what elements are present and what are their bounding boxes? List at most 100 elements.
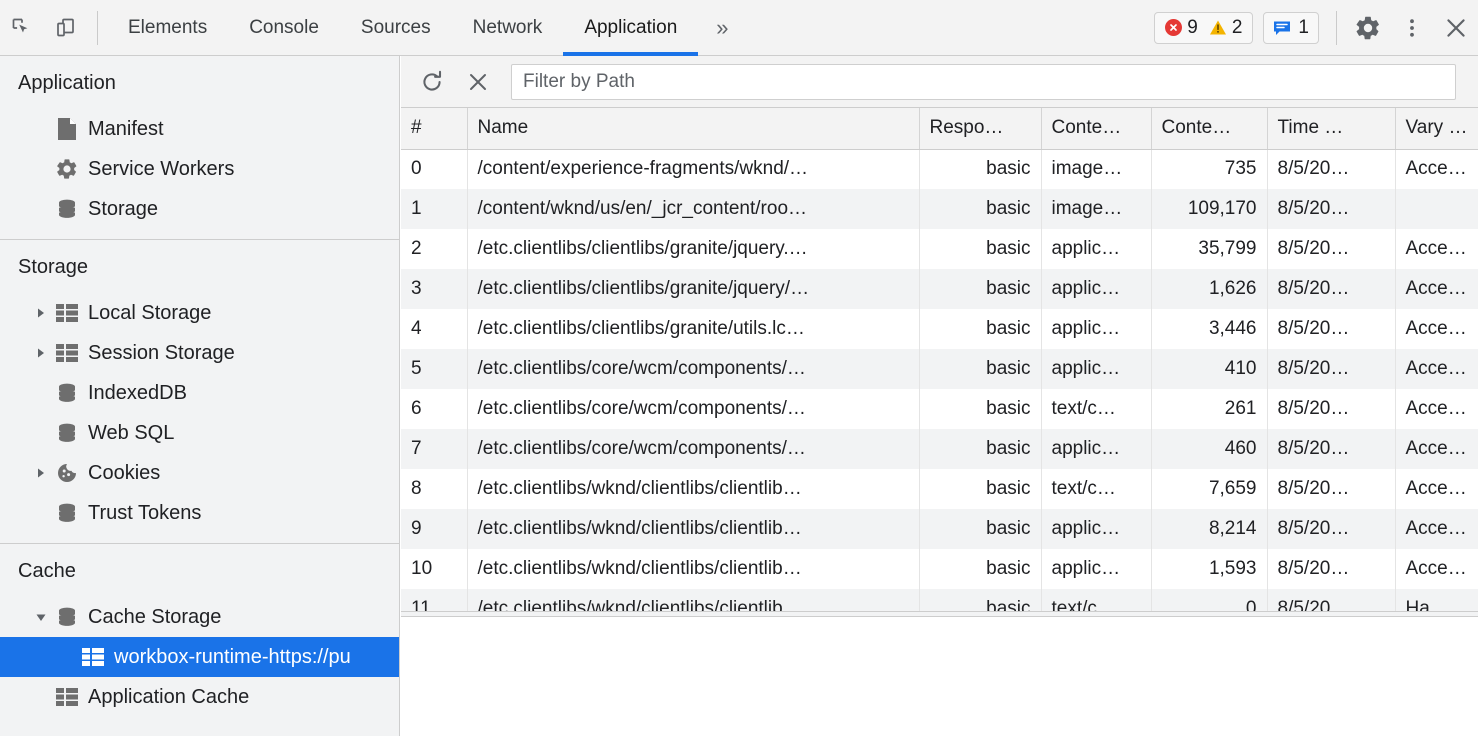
table-row[interactable]: 5/etc.clientlibs/core/wcm/components/…ba…	[401, 349, 1478, 389]
cell-time-cached: 8/5/20…	[1267, 189, 1396, 229]
filter-by-path-input[interactable]	[511, 63, 1456, 100]
manifest-document-icon	[52, 117, 82, 141]
inspect-cursor-icon[interactable]	[0, 6, 44, 50]
cell-index: 8	[401, 469, 468, 509]
close-icon[interactable]	[1434, 6, 1478, 50]
table-row[interactable]: 7/etc.clientlibs/core/wcm/components/…ba…	[401, 429, 1478, 469]
table-row[interactable]: 8/etc.clientlibs/wknd/clientlibs/clientl…	[401, 469, 1478, 509]
sidebar-item-service-workers[interactable]: Service Workers	[0, 149, 399, 189]
sidebar-item-application-cache[interactable]: Application Cache	[0, 677, 399, 717]
sidebar-item-label: workbox-runtime-https://pu	[114, 645, 351, 668]
cell-vary-header: Accep…	[1405, 518, 1478, 539]
column-header-content-length[interactable]: Conte…	[1151, 108, 1268, 150]
cell-vary-header: Accep…	[1405, 398, 1478, 419]
cell-index: 6	[401, 389, 468, 429]
cell-vary-header: Accep…	[1405, 358, 1478, 379]
cell-index: 7	[401, 429, 468, 469]
tab-elements[interactable]: Elements	[107, 0, 228, 56]
cache-toolbar	[401, 56, 1478, 108]
cell-name: /etc.clientlibs/clientlibs/granite/jquer…	[467, 269, 920, 309]
table-row[interactable]: 4/etc.clientlibs/clientlibs/granite/util…	[401, 309, 1478, 349]
table-row[interactable]: 10/etc.clientlibs/wknd/clientlibs/client…	[401, 549, 1478, 589]
cell-content-length: 1,626	[1151, 269, 1268, 309]
more-tabs-icon[interactable]: »	[698, 0, 746, 56]
cell-response-type: basic	[919, 509, 1042, 549]
chevron-right-icon[interactable]	[30, 467, 52, 479]
column-header-response-type[interactable]: Respo…	[919, 108, 1042, 150]
sidebar-item-indexeddb[interactable]: IndexedDB	[0, 373, 399, 413]
column-header-vary-header[interactable]: Vary H…	[1395, 108, 1478, 150]
tab-label: Sources	[360, 16, 431, 38]
sidebar-item-session-storage[interactable]: Session Storage	[0, 333, 399, 373]
cell-vary-header: Accep…	[1405, 558, 1478, 579]
sidebar-item-local-storage[interactable]: Local Storage	[0, 293, 399, 333]
devtools-main-toolbar: Elements Console Sources Network Applica…	[0, 0, 1478, 56]
table-header: # Name Respo… Conte… Conte… Time … Vary …	[401, 108, 1478, 150]
cache-entries-table-container[interactable]: # Name Respo… Conte… Conte… Time … Vary …	[401, 108, 1478, 612]
database-icon	[52, 502, 82, 524]
console-counters[interactable]: 9 2	[1154, 11, 1254, 44]
cell-name: /etc.clientlibs/core/wcm/components/…	[467, 429, 920, 469]
column-header-name[interactable]: Name	[467, 108, 920, 150]
chevron-down-icon[interactable]	[30, 612, 52, 623]
table-row[interactable]: 9/etc.clientlibs/wknd/clientlibs/clientl…	[401, 509, 1478, 549]
sidebar-item-trust-tokens[interactable]: Trust Tokens	[0, 493, 399, 533]
database-icon	[52, 382, 82, 404]
cell-time-cached: 8/5/20…	[1267, 269, 1396, 309]
sidebar-item-cache-storage[interactable]: Cache Storage	[0, 597, 399, 637]
tab-application[interactable]: Application	[563, 0, 699, 56]
panel-splitter[interactable]	[401, 612, 1478, 617]
tab-console[interactable]: Console	[228, 0, 340, 56]
table-row[interactable]: 11/etc.clientlibs/wknd/clientlibs/client…	[401, 589, 1478, 611]
cell-vary-header: Accep…	[1405, 438, 1478, 459]
cell-response-type: basic	[919, 389, 1042, 429]
tab-sources[interactable]: Sources	[340, 0, 452, 56]
cell-time-cached: 8/5/20…	[1267, 309, 1396, 349]
sidebar-item-label: Application Cache	[88, 685, 250, 708]
cell-index: 9	[401, 509, 468, 549]
sidebar-item-label: IndexedDB	[88, 381, 187, 404]
column-header-index[interactable]: #	[401, 108, 468, 150]
cell-vary-header: Accep…	[1405, 478, 1478, 499]
refresh-icon[interactable]	[409, 60, 455, 104]
sidebar-item-label: Service Workers	[88, 157, 235, 180]
clear-x-icon[interactable]	[455, 60, 501, 104]
cell-content-length: 35,799	[1151, 229, 1268, 269]
cell-content-length: 735	[1151, 149, 1268, 189]
column-header-content-type[interactable]: Conte…	[1041, 108, 1152, 150]
table-row[interactable]: 6/etc.clientlibs/core/wcm/components/…ba…	[401, 389, 1478, 429]
cell-content-type: applic…	[1041, 509, 1152, 549]
tab-network[interactable]: Network	[452, 0, 564, 56]
gear-icon[interactable]	[1346, 6, 1390, 50]
chevron-right-icon[interactable]	[30, 347, 52, 359]
cell-time-cached: 8/5/20…	[1267, 389, 1396, 429]
cache-entry-preview-pane	[401, 617, 1478, 736]
cell-name: /etc.clientlibs/clientlibs/granite/utils…	[467, 309, 920, 349]
table-row[interactable]: 3/etc.clientlibs/clientlibs/granite/jque…	[401, 269, 1478, 309]
cell-content-length: 261	[1151, 389, 1268, 429]
cell-response-type: basic	[919, 429, 1042, 469]
cell-content-length: 109,170	[1151, 189, 1268, 229]
table-row[interactable]: 0/content/experience-fragments/wknd/…bas…	[401, 149, 1478, 189]
table-row[interactable]: 1/content/wknd/us/en/_jcr_content/roo…ba…	[401, 189, 1478, 229]
sidebar-item-web-sql[interactable]: Web SQL	[0, 413, 399, 453]
table-row[interactable]: 2/etc.clientlibs/clientlibs/granite/jque…	[401, 229, 1478, 269]
cell-content-type: applic…	[1041, 309, 1152, 349]
cell-time-cached: 8/5/20…	[1267, 229, 1396, 269]
cache-entries-table: # Name Respo… Conte… Conte… Time … Vary …	[401, 108, 1478, 611]
sidebar-item-manifest[interactable]: Manifest	[0, 109, 399, 149]
sidebar-item-workbox-runtime-cache[interactable]: workbox-runtime-https://pu	[0, 637, 399, 677]
issues-counter[interactable]: 1	[1263, 11, 1319, 44]
cell-content-type: applic…	[1041, 429, 1152, 469]
sidebar-item-storage[interactable]: Storage	[0, 189, 399, 229]
sidebar-item-label: Local Storage	[88, 301, 212, 324]
cell-name: /content/experience-fragments/wknd/…	[467, 149, 920, 189]
kebab-menu-icon[interactable]	[1390, 6, 1434, 50]
device-toolbar-icon[interactable]	[44, 6, 88, 50]
section-padding	[0, 229, 399, 239]
sidebar-item-cookies[interactable]: Cookies	[0, 453, 399, 493]
message-count: 1	[1298, 16, 1309, 38]
chevron-right-icon[interactable]	[30, 307, 52, 319]
cell-content-length: 0	[1151, 589, 1268, 611]
column-header-time-cached[interactable]: Time …	[1267, 108, 1396, 150]
